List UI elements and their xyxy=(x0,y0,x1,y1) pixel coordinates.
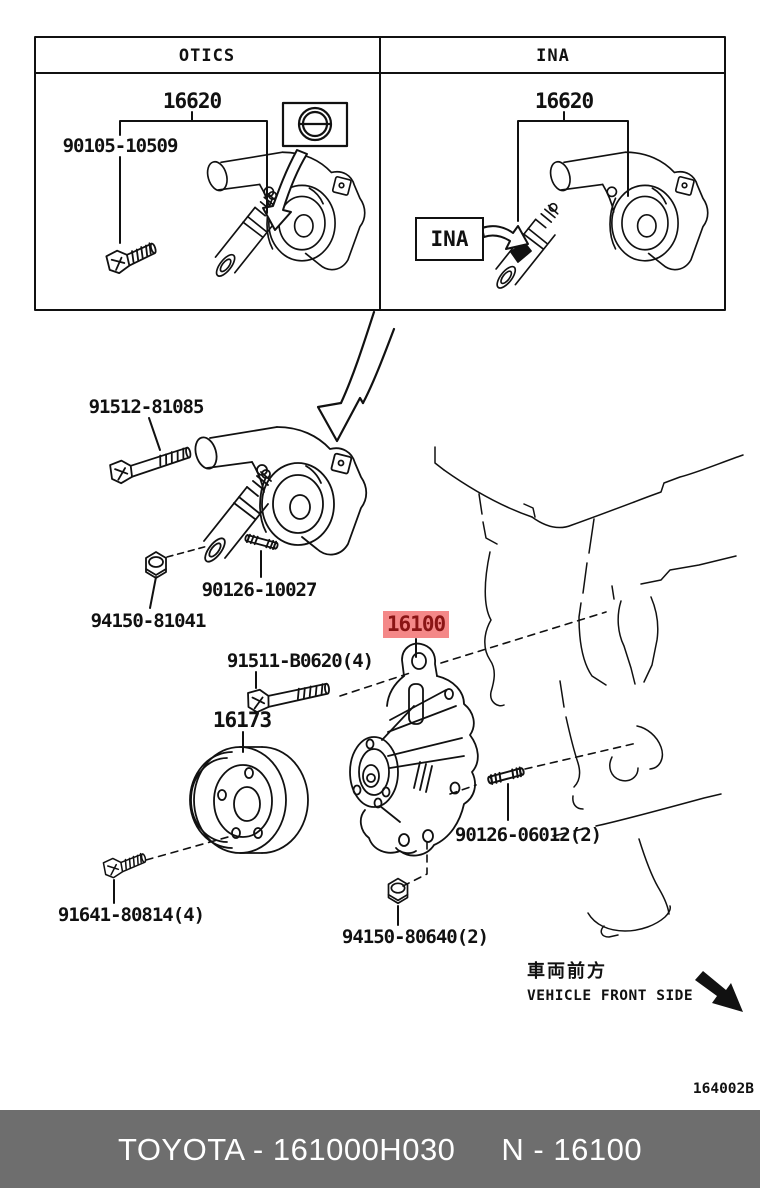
callout-16620-left: 16620 xyxy=(162,89,222,113)
panel-header-otics: OTICS xyxy=(178,46,236,66)
footer-brand-part: TOYOTA - 161000H030 xyxy=(117,1131,456,1167)
callout-pulley-bolt: 91641-80814(4) xyxy=(57,904,205,926)
callout-block-stud: 90126-06012(2) xyxy=(454,824,602,846)
otics-pointer-arrow xyxy=(262,149,308,231)
footer-catalog-ref: N - 16100 xyxy=(501,1131,643,1167)
front-side-label-en: VEHICLE FRONT SIDE xyxy=(527,988,694,1004)
ina-brand-tag: INA xyxy=(415,217,484,261)
pulley-face-inset xyxy=(281,101,349,148)
tensioner-nut-dashed-line xyxy=(166,545,209,558)
dashed-assembly-lines xyxy=(145,611,638,887)
figure-code: 164002B xyxy=(692,1081,754,1097)
callout-pump-pulley: 16173 xyxy=(212,708,272,732)
curved-arrow xyxy=(316,310,396,443)
callout-pump-bolt: 91511-B0620(4) xyxy=(226,650,374,672)
comparison-box-frame xyxy=(34,36,726,311)
callout-tensioner-stud: 90126-10027 xyxy=(201,579,318,601)
front-side-arrow xyxy=(695,971,743,1012)
callout-tensioner-bolt: 90105-10509 xyxy=(62,135,179,157)
leader-lines-box xyxy=(119,111,629,244)
callout-16620-right: 16620 xyxy=(534,89,594,113)
front-side-label-jp: 車両前方 xyxy=(527,961,607,982)
callout-water-pump: 16100 xyxy=(386,612,446,636)
panel-header-ina: INA xyxy=(536,46,570,66)
callout-leader-lines xyxy=(113,417,509,926)
highlighted-part-box: 16100 xyxy=(383,611,449,638)
water-pump-drawing xyxy=(349,642,479,857)
ina-pointer-arrow xyxy=(481,225,529,250)
ina-brand-tag-label: INA xyxy=(430,227,469,251)
callout-tensioner-assembly: 91512-81085 xyxy=(88,396,205,418)
callout-tensioner-nut: 94150-81041 xyxy=(90,610,207,632)
footer-banner: TOYOTA - 161000H030 N - 16100 xyxy=(0,1110,760,1188)
engine-block-sketch xyxy=(434,446,744,938)
callout-pump-nut: 94150-80640(2) xyxy=(341,926,489,948)
pump-pulley-drawing xyxy=(189,746,309,854)
